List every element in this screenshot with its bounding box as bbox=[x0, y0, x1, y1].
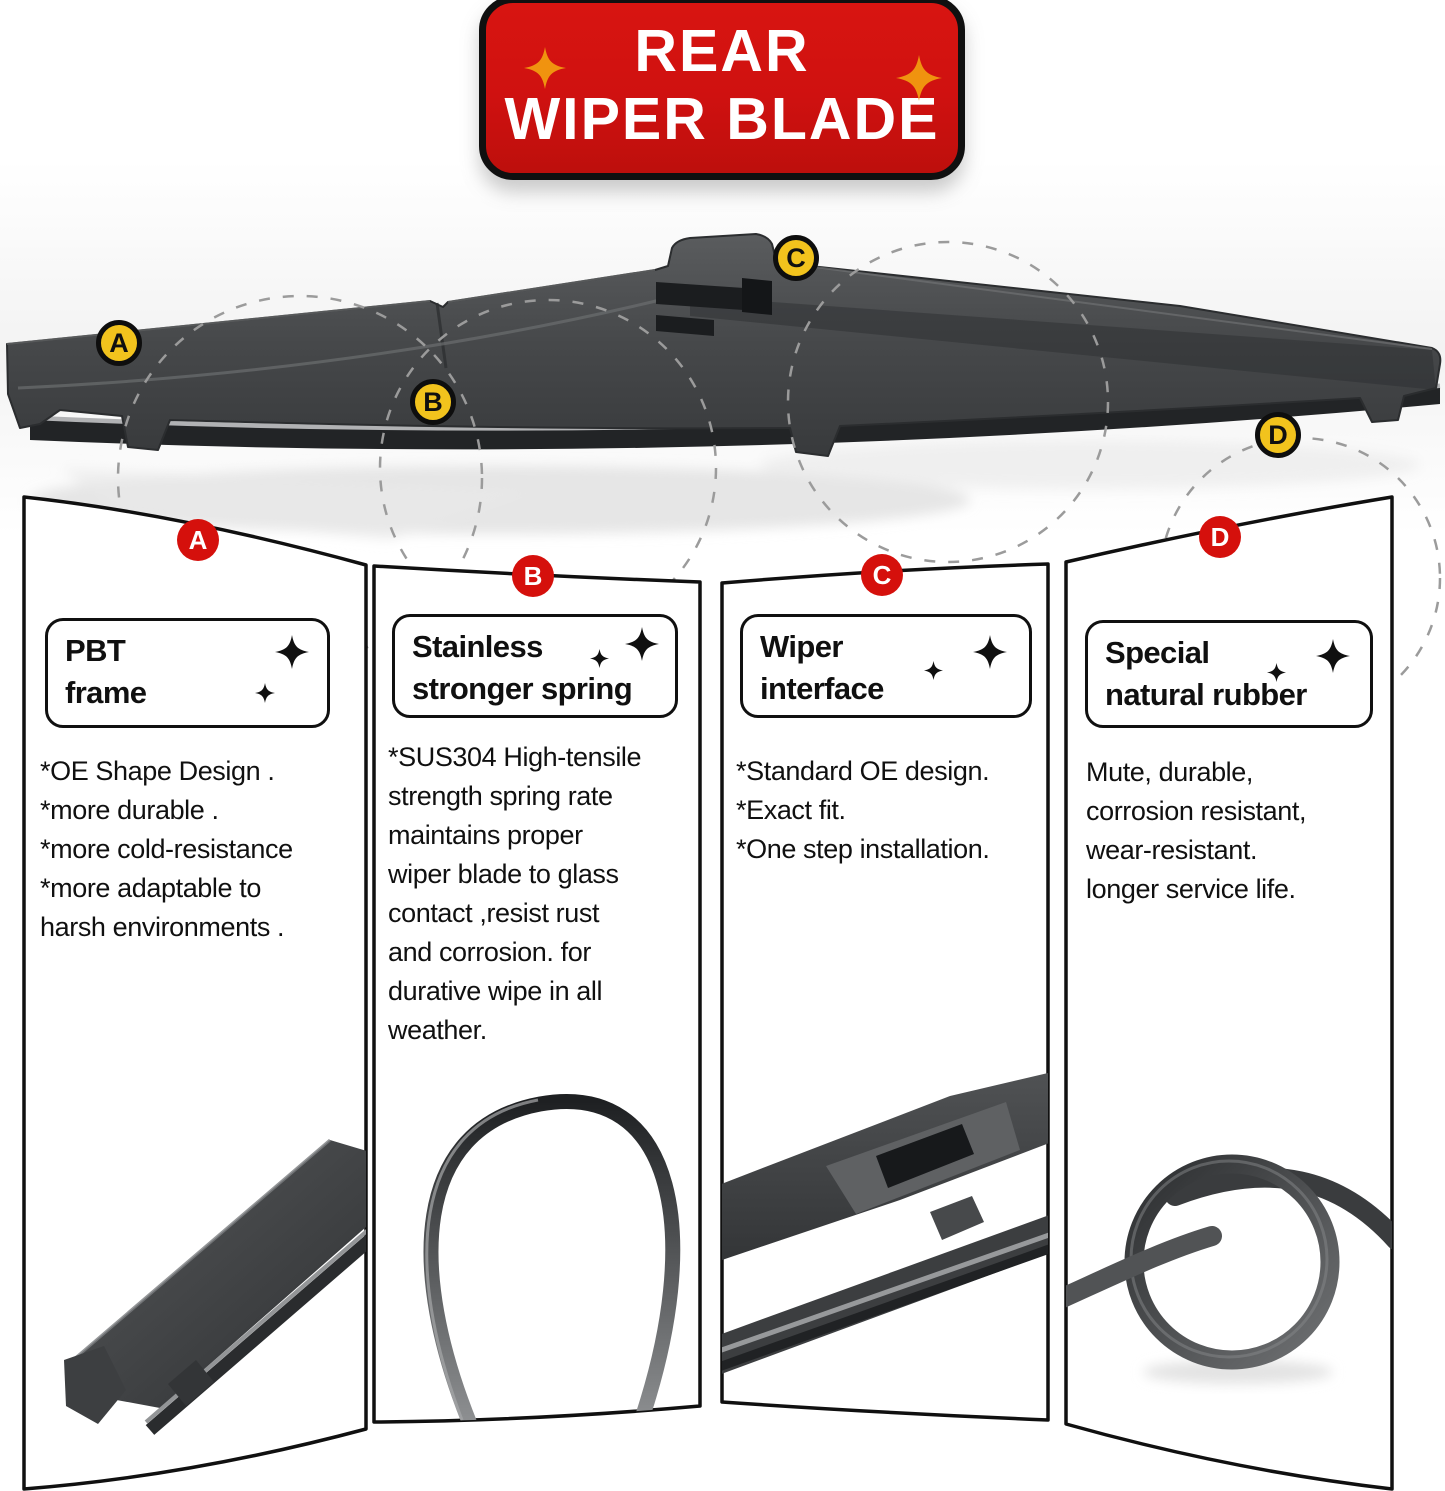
panel-a-badge: A bbox=[177, 519, 219, 561]
sparkle-icon bbox=[1267, 663, 1286, 682]
panel-a-description: *OE Shape Design . *more durable . *more… bbox=[40, 752, 293, 947]
panel-title-line: stronger spring bbox=[412, 671, 633, 706]
blade-callout-a: A bbox=[96, 320, 142, 366]
sparkle-icon bbox=[973, 635, 1007, 669]
description-line: longer service life. bbox=[1086, 874, 1296, 904]
panel-c-description: *Standard OE design. *Exact fit. *One st… bbox=[736, 752, 990, 869]
panel-d-shape bbox=[1064, 495, 1394, 1491]
panel-title-line: interface bbox=[760, 671, 884, 706]
panel-title-line: Stainless bbox=[412, 629, 543, 664]
description-line: corrosion resistant, bbox=[1086, 796, 1307, 826]
panel-c-title-box: Wiper interface bbox=[740, 614, 1032, 718]
description-line: *One step installation. bbox=[736, 834, 990, 864]
description-line: *more durable . bbox=[40, 795, 219, 825]
blade-callout-b: B bbox=[410, 379, 456, 425]
callout-letter: B bbox=[423, 386, 443, 417]
banner-line-1: REAR bbox=[634, 18, 810, 84]
sparkle-icon bbox=[924, 661, 943, 680]
sparkle-icon bbox=[590, 649, 609, 668]
panel-title-line: Wiper bbox=[760, 629, 843, 664]
spring-steel-loop-photo bbox=[423, 1094, 681, 1422]
sparkle-icon bbox=[275, 635, 309, 669]
description-line: contact ,resist rust bbox=[388, 898, 600, 928]
rubber-strip-knot-photo bbox=[1066, 1154, 1392, 1384]
banner-line-2: WIPER BLADE bbox=[504, 86, 940, 152]
description-line: *more cold-resistance bbox=[40, 834, 293, 864]
wiper-blade-end-photo bbox=[64, 1138, 366, 1435]
sparkle-icon bbox=[625, 627, 659, 661]
description-line: wear-resistant. bbox=[1086, 835, 1258, 865]
description-line: durative wipe in all bbox=[388, 976, 603, 1006]
panel-a-title-box: PBT frame bbox=[45, 618, 330, 728]
dashed-circle-b bbox=[378, 298, 718, 638]
callout-letter: D bbox=[1268, 419, 1288, 450]
panel-badge-letter: D bbox=[1210, 521, 1230, 552]
callout-letter: A bbox=[109, 327, 129, 358]
description-line: *more adaptable to bbox=[40, 873, 261, 903]
panel-b-badge: B bbox=[512, 555, 554, 597]
panel-d-title-box: Special natural rubber bbox=[1085, 620, 1373, 728]
panel-b-description: *SUS304 High-tensile strength spring rat… bbox=[388, 738, 642, 1050]
panel-badge-letter: C bbox=[872, 559, 892, 590]
title-banner: REAR WIPER BLADE bbox=[479, 0, 965, 180]
panel-title-line: PBT bbox=[65, 633, 126, 668]
wiper-interface-photo bbox=[722, 1072, 1048, 1376]
panel-d-badge: D bbox=[1199, 516, 1241, 558]
sparkle-icon bbox=[896, 55, 942, 101]
description-line: *Exact fit. bbox=[736, 795, 846, 825]
description-line: strength spring rate bbox=[388, 781, 613, 811]
dashed-circle-c bbox=[786, 240, 1110, 564]
panel-badge-letter: B bbox=[523, 560, 543, 591]
description-line: harsh environments . bbox=[40, 912, 285, 942]
panel-b-title-box: Stainless stronger spring bbox=[392, 614, 678, 718]
panel-plates bbox=[22, 495, 1394, 1491]
description-line: wiper blade to glass bbox=[388, 859, 619, 889]
panel-badge-letter: A bbox=[188, 524, 208, 555]
description-line: weather. bbox=[388, 1015, 487, 1045]
sparkle-icon bbox=[1316, 639, 1350, 673]
callout-letter: C bbox=[786, 242, 806, 273]
blade-callout-c: C bbox=[773, 235, 819, 281]
description-line: maintains proper bbox=[388, 820, 583, 850]
description-line: *OE Shape Design . bbox=[40, 756, 275, 786]
sparkle-icon bbox=[524, 47, 566, 89]
blade-reflection bbox=[30, 441, 1420, 540]
blade-callout-d: D bbox=[1255, 412, 1301, 458]
description-line: *SUS304 High-tensile bbox=[388, 742, 642, 772]
panel-d-description: Mute, durable, corrosion resistant, wear… bbox=[1086, 753, 1306, 909]
sparkle-icon bbox=[255, 683, 275, 703]
description-line: *Standard OE design. bbox=[736, 756, 990, 786]
description-line: and corrosion. for bbox=[388, 937, 591, 967]
panel-title-line: Special bbox=[1105, 635, 1210, 670]
panel-title-line: natural rubber bbox=[1105, 677, 1307, 712]
panel-title-line: frame bbox=[65, 675, 147, 710]
description-line: Mute, durable, bbox=[1086, 757, 1253, 787]
panel-c-badge: C bbox=[861, 554, 903, 596]
dashed-circle-a bbox=[116, 294, 484, 662]
